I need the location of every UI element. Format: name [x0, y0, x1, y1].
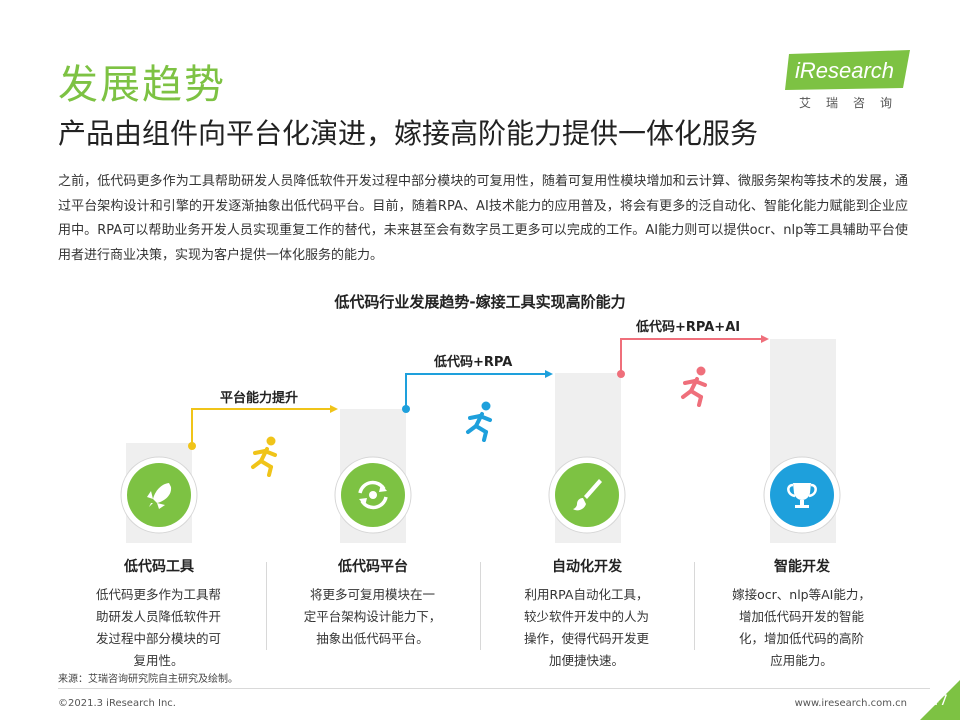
footer-divider — [58, 688, 930, 689]
page-corner — [920, 680, 960, 720]
desc-line: 利用RPA自动化工具， — [524, 587, 649, 602]
copyright-text: ©2021.3 iResearch Inc. — [58, 698, 176, 709]
brush-icon — [573, 479, 602, 511]
desc-line: 复用性。 — [133, 653, 184, 668]
desc-line: 增加低代码开发的智能 — [738, 609, 864, 624]
logo-badge — [785, 50, 910, 90]
desc-line: 定平台架构设计能力下， — [303, 609, 442, 624]
node-title-4: 智能开发 — [774, 559, 830, 575]
desc-line: 加便捷快速。 — [548, 653, 624, 668]
step-label-3: 低代码+RPA+AI — [636, 320, 741, 335]
intro-paragraph: 之前，低代码更多作为工具帮助研发人员降低软件开发过程中部分模块的可复用性，随着可… — [58, 174, 908, 263]
desc-line: 将更多可复用模块在一 — [309, 587, 435, 602]
desc-line: 操作，使得代码开发更 — [523, 631, 649, 646]
diagram-title: 低代码行业发展趋势-嫁接工具实现高阶能力 — [334, 293, 626, 311]
node-title-1: 低代码工具 — [124, 559, 194, 575]
rocket-icon — [147, 483, 172, 509]
desc-line: 较少软件开发中的人为 — [523, 609, 649, 624]
step-connector-2 — [402, 370, 553, 413]
desc-line: 抽象出低代码平台。 — [316, 631, 429, 646]
column-divider — [694, 562, 695, 650]
desc-line: 发过程中部分模块的可 — [95, 631, 221, 646]
desc-line: 应用能力。 — [770, 653, 833, 668]
step-connector-1 — [188, 405, 338, 450]
desc-line: 嫁接ocr、nlp等AI能力， — [732, 587, 871, 602]
runner-yellow-icon — [251, 436, 277, 477]
column-divider — [266, 562, 267, 650]
logo-brand: iResearch — [795, 58, 895, 83]
logo-cn: 艾瑞咨询 — [799, 96, 908, 110]
page-subtitle: 产品由组件向平台化演进，嫁接高阶能力提供一体化服务 — [58, 117, 759, 150]
node-title-3: 自动化开发 — [552, 559, 622, 575]
node-title-2: 低代码平台 — [338, 559, 408, 575]
iresearch-logo: iResearch 艾瑞咨询 — [785, 50, 910, 112]
sync-icon — [358, 480, 388, 510]
node-desc-1: 低代码更多作为工具帮 助研发人员降低软件开 发过程中部分模块的可 复用性。 — [86, 584, 231, 672]
node-desc-2: 将更多可复用模块在一 定平台架构设计能力下， 抽象出低代码平台。 — [300, 584, 445, 650]
column-divider — [480, 562, 481, 650]
node-desc-3: 利用RPA自动化工具， 较少软件开发中的人为 操作，使得代码开发更 加便捷快速。 — [514, 584, 659, 672]
step-label-1: 平台能力提升 — [220, 391, 299, 406]
desc-line: 低代码更多作为工具帮 — [95, 587, 221, 602]
step-connector-3 — [617, 335, 769, 378]
desc-line: 助研发人员降低软件开 — [95, 609, 221, 624]
step-label-2: 低代码+RPA — [434, 355, 513, 370]
source-note: 来源：艾瑞咨询研究院自主研究及绘制。 — [58, 674, 238, 685]
desc-line: 化，增加低代码的高阶 — [738, 631, 864, 646]
website-link[interactable]: www.iresearch.com.cn — [794, 698, 907, 709]
node-desc-4: 嫁接ocr、nlp等AI能力， 增加低代码开发的智能 化，增加低代码的高阶 应用… — [729, 584, 874, 672]
page-title: 发展趋势 — [58, 62, 226, 108]
runner-blue-icon — [466, 401, 492, 442]
trophy-icon — [787, 483, 817, 508]
runner-pink-icon — [681, 366, 707, 407]
page-number: 47 — [930, 693, 948, 709]
